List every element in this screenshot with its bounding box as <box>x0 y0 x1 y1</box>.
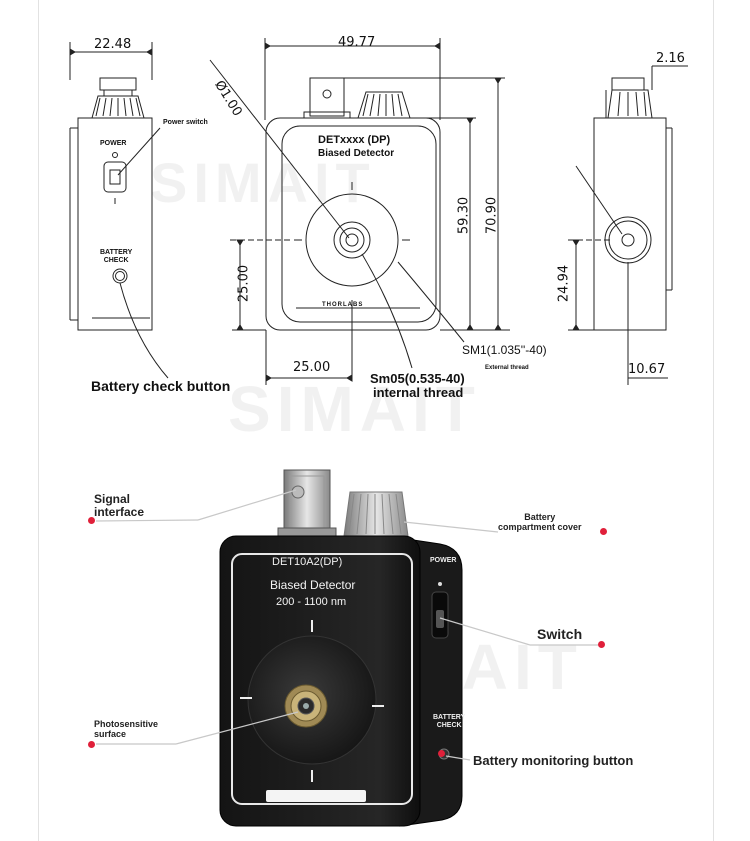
callout-dot-signal <box>88 517 95 524</box>
photodiode-aperture <box>284 684 328 728</box>
callout-switch: Switch <box>537 626 583 642</box>
label-sm1-thread: SM1(1.035''-40) <box>462 343 547 357</box>
callout-dot-photosensitive <box>88 741 95 748</box>
battery-cover-knob <box>343 491 409 537</box>
photo-battery-check-label: BATTERY CHECK <box>433 714 466 729</box>
dim-height-total: 70.90 <box>484 196 500 235</box>
dim-left-height: 25.00 <box>236 264 252 303</box>
side-view-right <box>568 65 688 385</box>
watermark-top: SIMAIT <box>150 151 376 214</box>
label-side-power: POWER <box>100 140 127 147</box>
callout-battery-cover: Battery compartment cover <box>498 512 582 532</box>
front-view <box>209 38 510 385</box>
dim-bottom-width: 25.00 <box>293 360 331 375</box>
bnc-connector <box>277 469 337 539</box>
label-sm05-thread: Sm05(0.535-40) <box>370 371 465 386</box>
label-external-thread: External thread <box>485 365 529 371</box>
callout-dot-battery-monitoring <box>438 750 445 757</box>
label-power-switch: Power switch <box>163 119 208 126</box>
dim-front-width: 49.77 <box>338 35 376 50</box>
label-det-model: DETxxxx (DP) <box>318 134 391 146</box>
label-thorlabs: THORLABS <box>322 302 364 308</box>
label-battery-check-button: Battery check button <box>91 378 231 394</box>
watermark-middle: SIMAIT <box>228 373 481 445</box>
callout-battery-monitoring: Battery monitoring button <box>473 753 634 768</box>
photo-device-range: 200 - 1100 nm <box>276 596 347 608</box>
dim-thread-offset: 2.16 <box>656 51 685 66</box>
front-label-border <box>231 553 413 805</box>
callout-dot-switch <box>598 641 605 648</box>
front-knob <box>357 91 411 119</box>
side-knob <box>91 95 145 119</box>
power-switch-toggle[interactable] <box>436 610 444 628</box>
dim-right-height: 24.94 <box>556 264 572 303</box>
brand-label-strip <box>266 790 366 802</box>
technical-drawing <box>69 38 688 385</box>
callout-signal-interface: Signal interface <box>94 492 145 519</box>
dim-height-center: 59.30 <box>456 196 472 235</box>
callout-dot-battery-cover <box>600 528 607 535</box>
photo-power-label: POWER <box>430 557 457 564</box>
label-side-battery-check: BATTERY CHECK <box>100 249 133 264</box>
dim-side-width: 22.48 <box>94 37 132 52</box>
dim-right-depth: 10.67 <box>628 362 666 377</box>
product-photo <box>95 469 598 827</box>
side-view-left <box>69 42 169 379</box>
label-internal-thread: internal thread <box>373 385 464 400</box>
label-biased-detector: Biased Detector <box>318 148 395 159</box>
photo-device-name: Biased Detector <box>270 578 356 592</box>
callout-photosensitive: Photosensitive surface <box>94 719 159 739</box>
photo-model: DET10A2(DP) <box>272 556 343 568</box>
